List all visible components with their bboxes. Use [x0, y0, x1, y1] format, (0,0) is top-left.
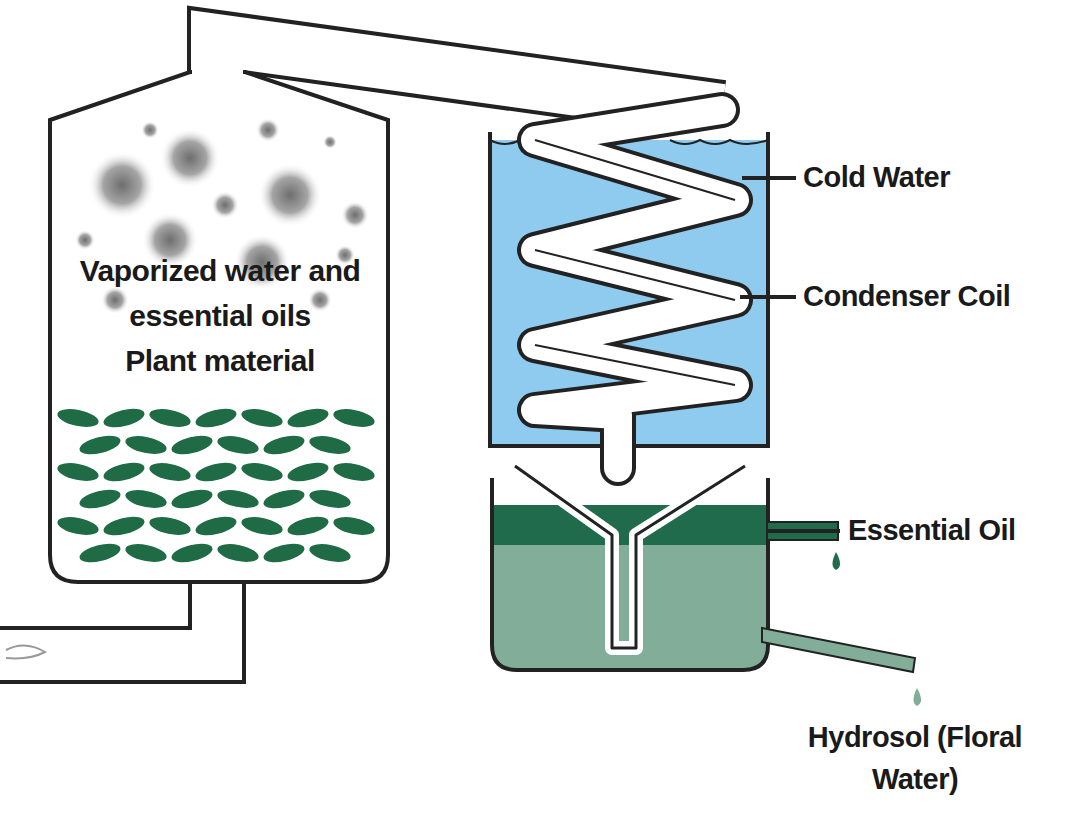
callout-label: Hydrosol (Floral Water) — [790, 716, 1040, 800]
condenser-coil — [535, 110, 735, 468]
vessel-label: Vaporized water and essential oils — [60, 248, 380, 338]
leader-lines — [740, 178, 840, 531]
vessel-label: Plant material — [60, 338, 380, 383]
callout-label: Condenser Coil — [803, 275, 1010, 317]
still-interior: Vaporized water and essential oilsPlant … — [60, 248, 380, 383]
still-vessel — [50, 72, 388, 582]
callout-label: Essential Oil — [848, 509, 1016, 551]
plant-leaves — [56, 405, 376, 566]
inlet-pipe — [0, 575, 217, 658]
callout-label: Cold Water — [803, 156, 950, 198]
separator-vessel — [492, 466, 921, 706]
